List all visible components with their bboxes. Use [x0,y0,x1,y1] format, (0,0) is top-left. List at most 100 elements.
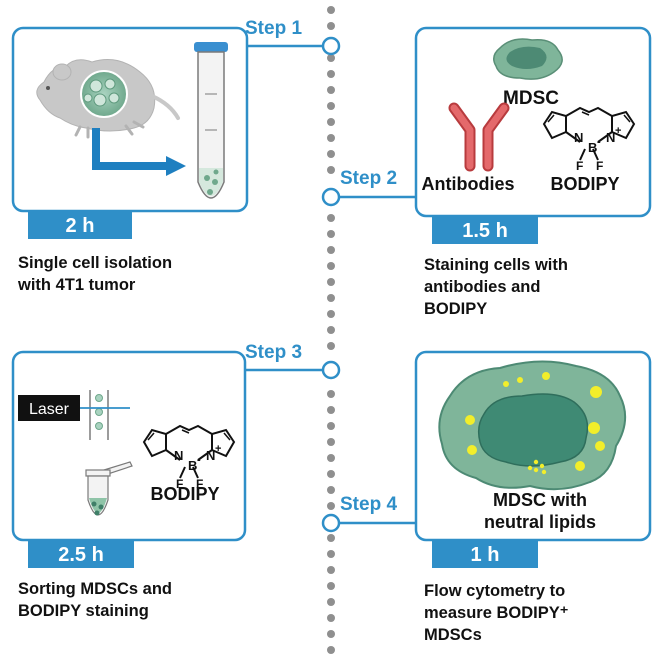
timeline-dot [327,630,335,638]
step-1-description-line-2: with 4T1 tumor [17,276,136,294]
antibody-icon [448,102,510,172]
step-2-description-line-2: antibodies and [424,278,540,296]
timeline-dot [327,230,335,238]
timeline-dot [327,534,335,542]
timeline-dot [327,550,335,558]
step-1-node [321,36,341,56]
step-1-description-line-1: Single cell isolation [18,254,172,272]
step-2-duration: 1.5 h [462,220,508,242]
step-3-atom-n1: N [174,448,183,463]
step-1-duration: 2 h [66,215,95,237]
timeline-dot [327,246,335,254]
step-2-bodipy-label: BODIPY [550,174,619,194]
step-3-charge-minus: - [197,454,201,466]
timeline-dot [327,326,335,334]
tube-icon [194,42,228,199]
step-3-bodipy-label: BODIPY [150,484,219,504]
timeline-dot [327,486,335,494]
step-1: Step 1 [11,18,341,294]
laser-label: Laser [29,401,70,418]
step-4-description-line-2: measure BODIPY⁺ [424,604,569,622]
lipid-laden-mdsc-icon [438,360,627,491]
laser-box [18,395,80,421]
step-3-charge-plus: + [215,443,221,455]
timeline-dot [327,646,335,654]
sorter-icon [18,390,130,440]
step-2-node [321,187,341,207]
timeline-dot [327,582,335,590]
step-2-atom-f2: F [596,159,603,173]
timeline-dot [327,390,335,398]
timeline-dot [327,86,335,94]
step-3-duration-badge [28,540,134,568]
step-3-description-line-1: Sorting MDSCs and [18,580,172,598]
timeline-dot [327,406,335,414]
timeline-dot [327,134,335,142]
timeline-dot [327,422,335,430]
timeline-dot [327,310,335,318]
step-3-description-line-2: BODIPY staining [18,602,149,620]
step-2-label: Step 2 [340,168,397,189]
step-1-label: Step 1 [245,18,302,39]
timeline-dot [327,118,335,126]
mdsc-label: MDSC [503,88,559,109]
step-2-atom-n1: N [574,130,583,145]
step-4-duration-badge [432,540,538,568]
timeline-dot [327,166,335,174]
timeline-dot [327,614,335,622]
step-4-label: Step 4 [340,494,397,515]
step-2-atom-f1: F [576,159,583,173]
step-2-charge-plus: + [615,125,621,137]
step-3: Step 3 Laser [11,342,341,620]
step-2-description-line-1: Staining cells with [424,256,568,274]
step-3-label: Step 3 [245,342,302,363]
step-2-atom-b: B [588,140,597,155]
timeline-dot [327,22,335,30]
timeline-dot [327,262,335,270]
tumor-icon [80,70,128,118]
timeline-dot [327,294,335,302]
step-4-caption-line-2: neutral lipids [484,512,596,532]
step-3-duration: 2.5 h [58,544,104,566]
step-4-caption-line-1: MDSC with [493,490,587,510]
step-2-atom-n2: N [606,130,615,145]
step-2-charge-minus: - [597,136,601,148]
antibodies-label: Antibodies [422,174,515,194]
timeline-dot [327,214,335,222]
step-2-duration-badge [432,216,538,244]
step-2-description-line-3: BODIPY [424,300,487,318]
step-2: Step 2 MDSC Antibodies [321,26,652,318]
step-3-atom-n2: N [206,448,215,463]
timeline-dot [327,70,335,78]
mdsc-cell-icon [493,38,563,80]
timeline-dot [327,454,335,462]
step-4-node [321,513,341,533]
step-3-panel [11,350,247,542]
timeline-dot [327,470,335,478]
timeline-dot [327,438,335,446]
timeline-dot [327,150,335,158]
step-4: Step 4 MDSC with neutral lipids 1 h Flow… [321,350,652,644]
arrow-icon [92,128,186,176]
eppendorf-tube-icon [85,461,133,516]
timeline-dot [327,6,335,14]
step-1-duration-badge [28,211,132,239]
timeline-dot [327,102,335,110]
timeline-dot [327,278,335,286]
bodipy-structure-icon [542,106,636,161]
step-3-atom-f1: F [176,477,183,491]
timeline-dot [327,598,335,606]
step-4-description-line-1: Flow cytometry to [424,582,565,600]
step-4-description-line-3: MDSCs [424,626,482,644]
step-3-atom-b: B [188,458,197,473]
timeline-dot [327,502,335,510]
bodipy-structure-icon [142,424,236,479]
step-3-node [321,360,341,380]
step-3-atom-f2: F [196,477,203,491]
timeline-dot [327,54,335,62]
timeline-dot [327,566,335,574]
timeline-dots [327,6,335,654]
timeline-dot [327,342,335,350]
step-4-duration: 1 h [471,544,500,566]
